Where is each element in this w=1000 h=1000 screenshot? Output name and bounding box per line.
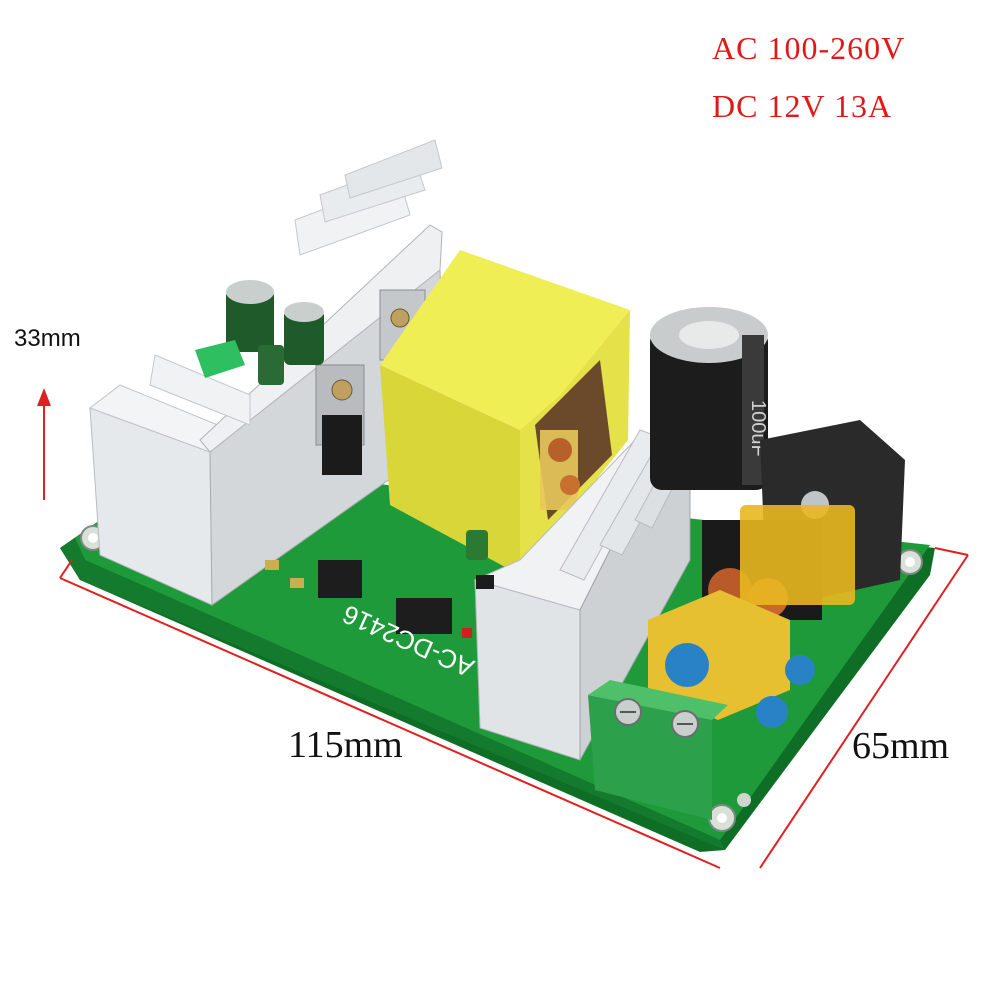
screw-terminal-block bbox=[588, 680, 728, 820]
transformer bbox=[380, 250, 630, 575]
height-arrow-icon bbox=[37, 388, 51, 406]
width-label: 65mm bbox=[852, 725, 950, 767]
dimension-lines bbox=[37, 388, 969, 869]
large-capacitor: 100uF bbox=[650, 307, 769, 490]
ceramic-capacitors bbox=[665, 643, 815, 728]
length-end-tick bbox=[59, 559, 73, 579]
electrolytic-capacitors-left bbox=[195, 280, 324, 385]
left-heatsink bbox=[88, 139, 446, 606]
length-dimension-line bbox=[59, 577, 721, 869]
height-label: 33mm bbox=[14, 325, 81, 352]
width-ext-line bbox=[934, 547, 969, 556]
width-dimension-line bbox=[759, 554, 969, 869]
control-ics bbox=[265, 530, 494, 638]
input-spec: AC 100-260V bbox=[712, 30, 906, 66]
output-spec: DC 12V 13A bbox=[712, 88, 893, 124]
length-label: 115mm bbox=[288, 724, 403, 766]
